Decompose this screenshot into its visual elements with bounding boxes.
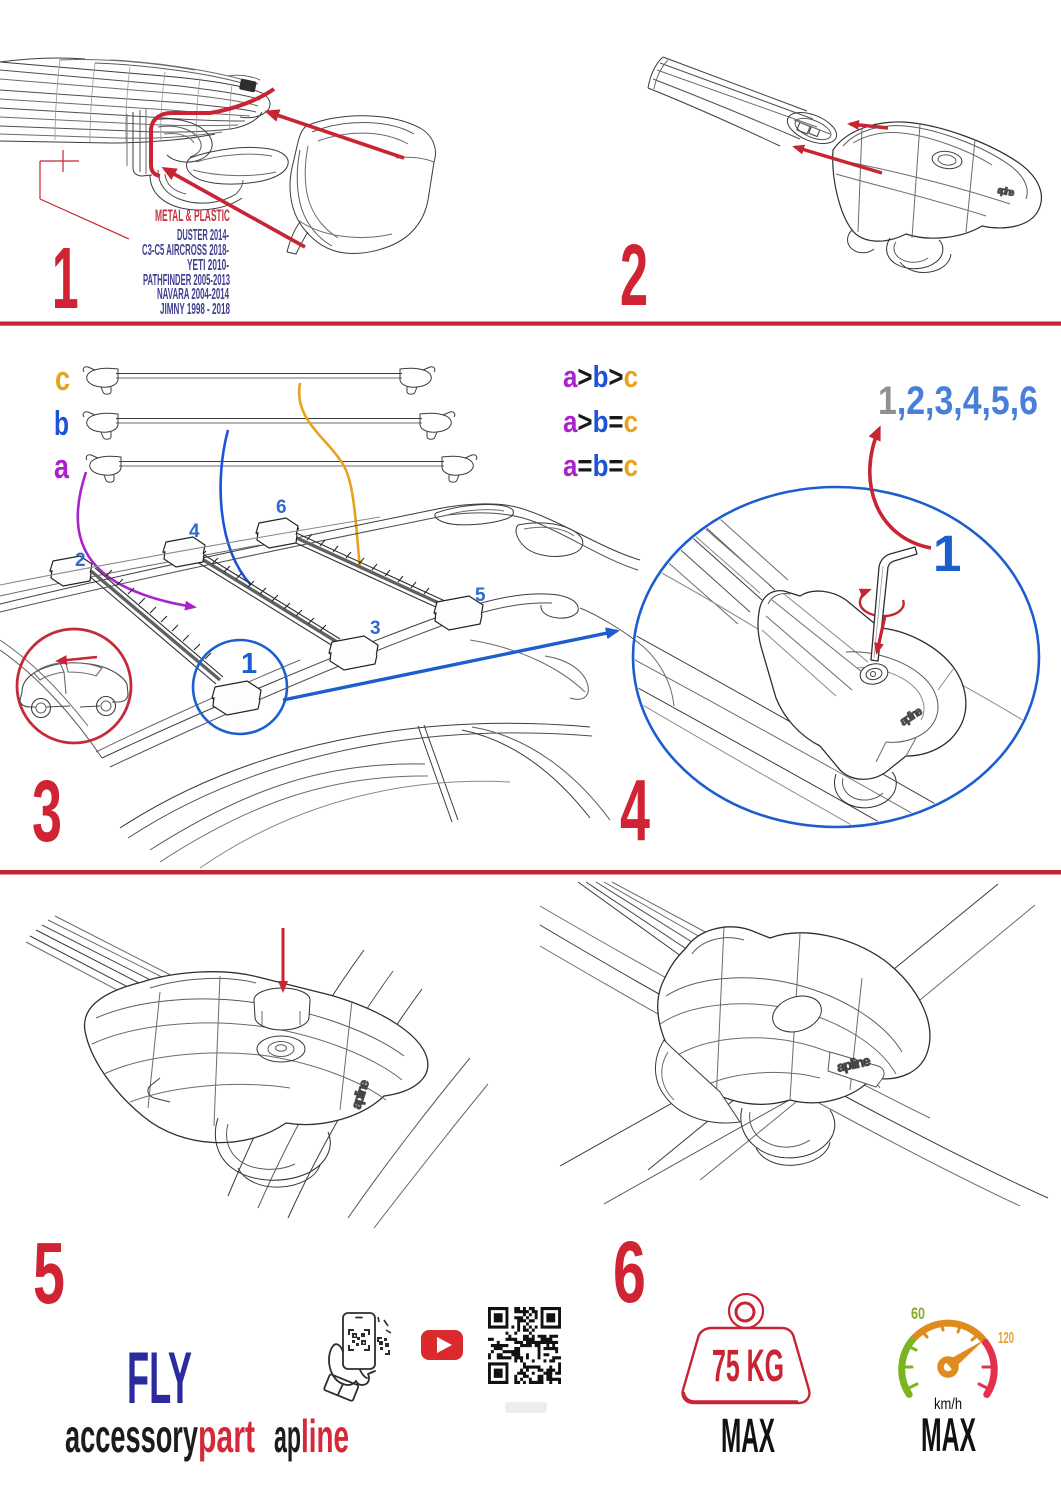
svg-text:MAX: MAX [921,1408,976,1461]
svg-text:2: 2 [75,550,86,571]
svg-text:MAX: MAX [721,1410,775,1463]
svg-text:PATHFINDER 2005-2013: PATHFINDER 2005-2013 [143,272,230,289]
svg-text:3: 3 [370,618,381,639]
svg-text:6: 6 [276,497,287,518]
svg-text:6: 6 [613,1224,646,1321]
svg-text:FLY: FLY [127,1338,192,1419]
svg-text:a: a [54,448,70,486]
svg-text:75 KG: 75 KG [712,1340,784,1391]
svg-text:1,2,3,4,5,6: 1,2,3,4,5,6 [878,379,1038,423]
svg-text:YETI 2010-: YETI 2010- [187,257,229,274]
svg-text:1: 1 [933,525,961,582]
svg-text:part: part [198,1410,255,1462]
svg-text:C3-C5 AIRCROSS 2018-: C3-C5 AIRCROSS 2018- [142,242,229,259]
svg-text:a=b=c: a=b=c [563,448,638,483]
svg-text:4: 4 [189,521,200,542]
svg-text:accessory: accessory [65,1410,198,1462]
svg-text:5: 5 [33,1224,65,1322]
svg-text:4: 4 [620,762,650,859]
svg-text:c: c [55,360,70,398]
svg-text:60: 60 [911,1304,925,1323]
svg-text:a>b>c: a>b>c [563,359,638,394]
svg-text:1: 1 [241,648,257,680]
svg-text:2: 2 [620,228,648,325]
svg-text:JIMNY 1998 - 2018: JIMNY 1998 - 2018 [160,301,230,318]
svg-text:ap: ap [274,1410,301,1462]
svg-text:apline: apline [835,1052,872,1075]
svg-text:1: 1 [52,229,79,327]
svg-text:5: 5 [475,585,486,606]
svg-text:line: line [301,1410,349,1462]
svg-text:apline: apline [996,185,1015,199]
svg-text:a>b=c: a>b=c [563,404,638,439]
svg-text:b: b [54,405,69,443]
svg-text:3: 3 [32,763,62,860]
svg-text:NAVARA 2004-2014: NAVARA 2004-2014 [157,286,229,303]
svg-text:METAL & PLASTIC: METAL & PLASTIC [155,207,230,225]
svg-text:km/h: km/h [934,1396,962,1413]
svg-text:DUSTER 2014-: DUSTER 2014- [177,227,229,244]
svg-text:120: 120 [998,1330,1014,1347]
